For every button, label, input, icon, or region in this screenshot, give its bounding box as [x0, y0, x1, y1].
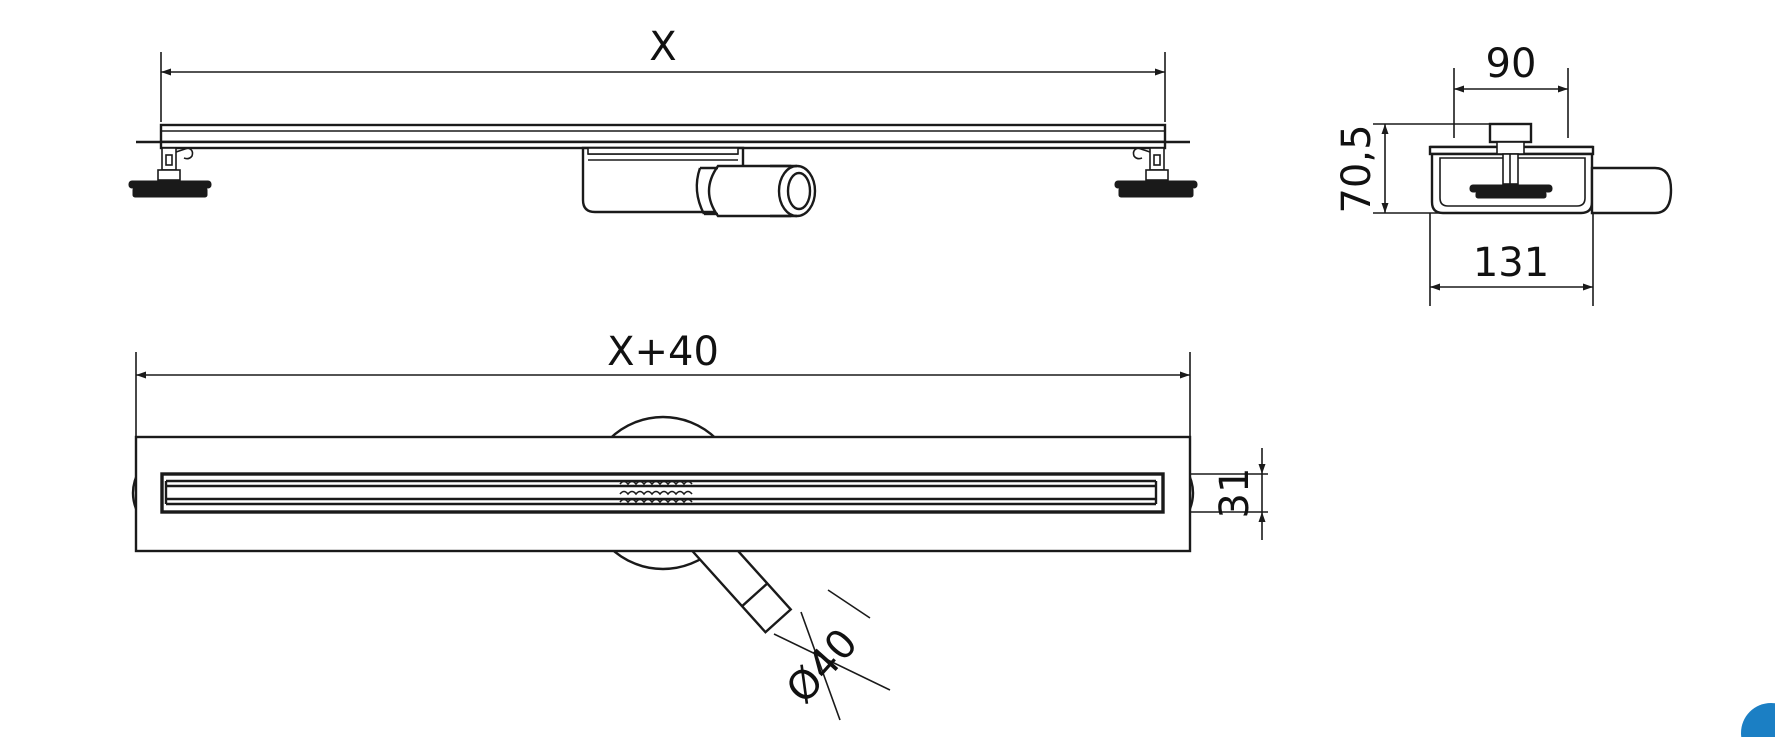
dimension-90-label: 90 — [1486, 41, 1537, 87]
dimension-131: 131 — [1429, 213, 1594, 306]
dimension-31: 31 — [1190, 448, 1268, 540]
side-view: X — [128, 24, 1198, 218]
top-view: X+40 — [131, 329, 1268, 721]
grate-perforation — [619, 480, 693, 504]
channel-end-body — [1428, 122, 1673, 215]
dimension-x-label: X — [649, 24, 676, 70]
dimension-diameter-40-label: Ø40 — [778, 620, 867, 712]
corner-badge — [1735, 697, 1775, 737]
siphon-side — [581, 146, 817, 218]
end-view: 90 70,5 131 — [1334, 41, 1673, 306]
dimension-x-plus-40: X+40 — [135, 329, 1191, 437]
circle-badge-icon — [1741, 703, 1775, 737]
right-adjustable-foot — [1114, 147, 1198, 198]
dimension-70-5: 70,5 — [1334, 123, 1498, 214]
left-adjustable-foot — [128, 147, 212, 198]
dimension-x: X — [160, 24, 1166, 122]
dimension-31-label: 31 — [1212, 468, 1258, 519]
channel-side-body — [136, 123, 1190, 150]
channel-top-body — [134, 435, 1192, 553]
dimension-70-5-label: 70,5 — [1334, 124, 1380, 213]
dimension-x-plus-40-label: X+40 — [607, 329, 719, 375]
dimension-90: 90 — [1453, 41, 1569, 138]
dimension-131-label: 131 — [1473, 240, 1549, 286]
